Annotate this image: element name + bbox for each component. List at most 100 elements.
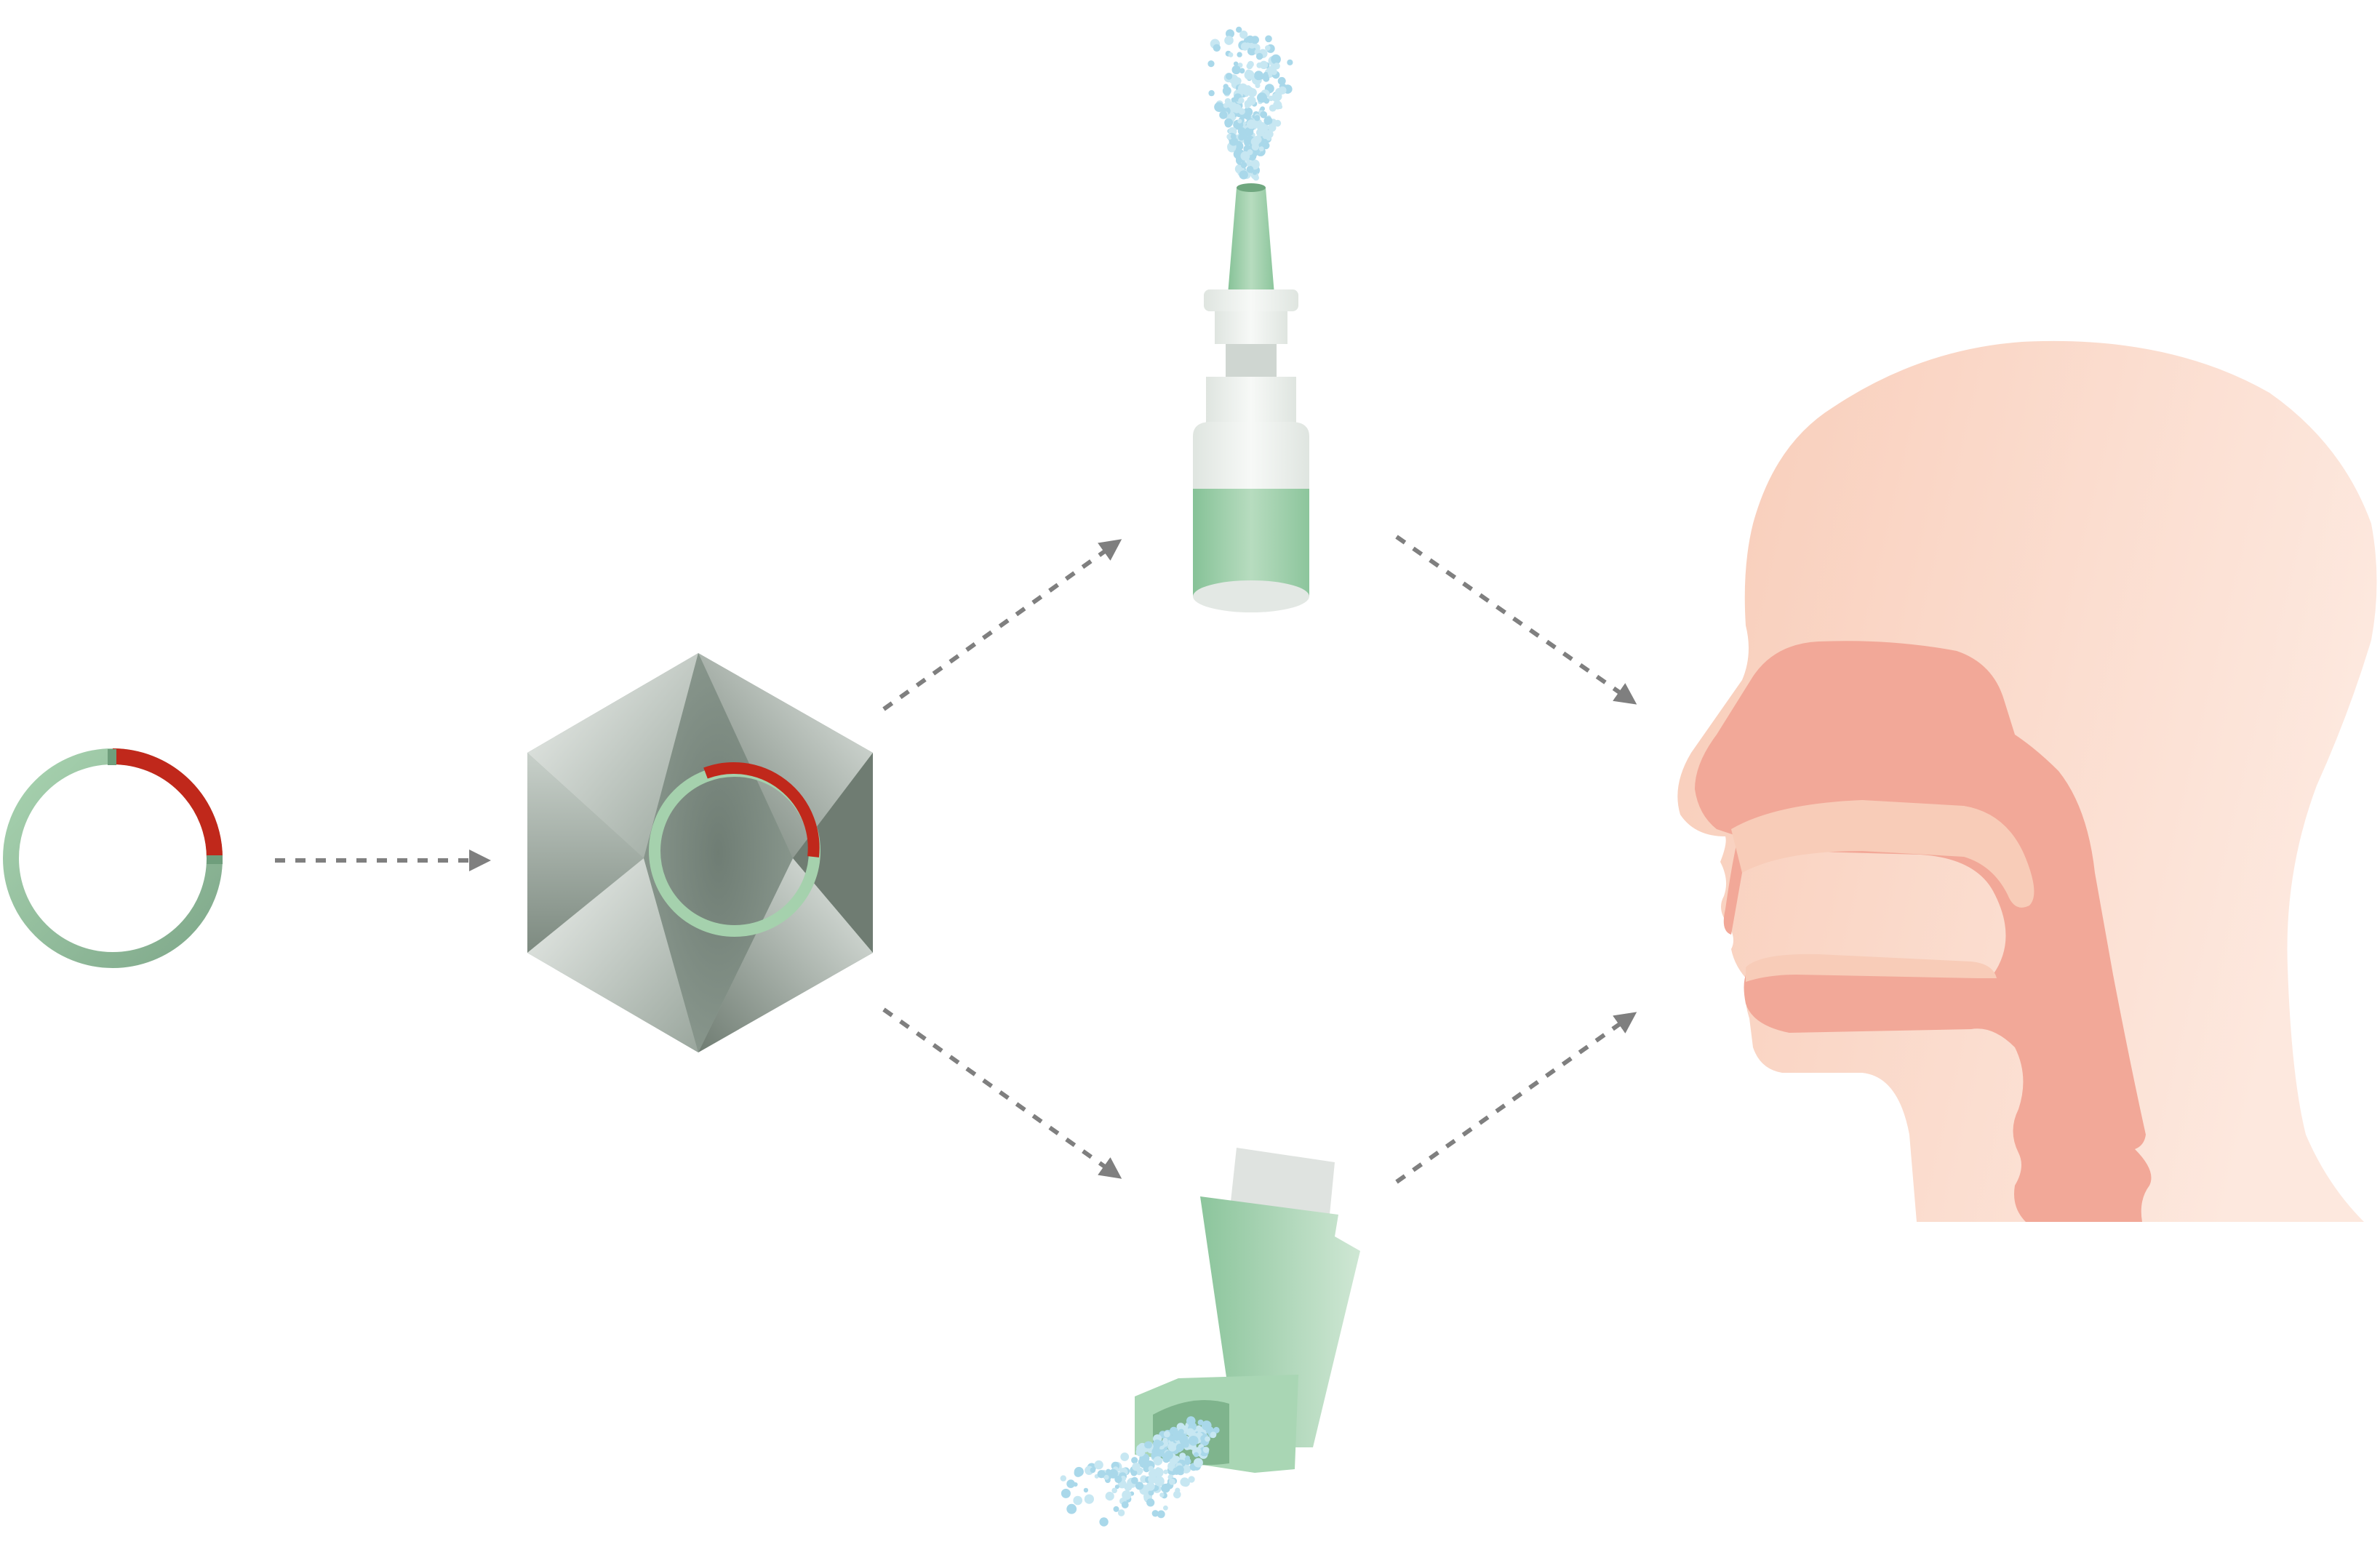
mist-droplet	[1208, 89, 1215, 97]
mist-droplet	[1179, 1452, 1186, 1460]
mist-droplet	[1238, 108, 1245, 115]
mist-droplet	[1130, 1469, 1138, 1476]
mist-droplet	[1159, 1492, 1165, 1498]
mist-droplet	[1213, 44, 1221, 52]
mist-droplet	[1260, 111, 1268, 119]
mist-droplet	[1236, 26, 1242, 33]
mist-droplet	[1153, 1456, 1163, 1466]
mist-droplet	[1158, 1440, 1165, 1447]
mist-droplet	[1245, 161, 1252, 167]
mist-droplet	[1109, 1468, 1118, 1479]
mist-droplet	[1162, 1437, 1168, 1444]
mist-droplet	[1163, 1431, 1170, 1438]
mist-droplet	[1253, 71, 1263, 81]
mist-droplet	[1240, 161, 1247, 169]
mist-droplet	[1163, 1469, 1168, 1474]
mist-droplet	[1252, 170, 1258, 175]
mist-droplet	[1244, 113, 1251, 120]
mist-droplet	[1273, 63, 1280, 70]
mist-droplet	[1175, 1487, 1181, 1493]
spray-mist-icon	[1207, 26, 1293, 181]
mist-droplet	[1135, 1447, 1146, 1457]
mist-droplet	[1114, 1475, 1122, 1484]
mist-droplet	[1154, 1476, 1165, 1487]
mist-droplet	[1173, 1490, 1181, 1499]
mist-droplet	[1146, 1498, 1155, 1507]
arrow-inhaler-to-head	[1395, 1012, 1637, 1184]
mist-droplet	[1084, 1495, 1093, 1504]
mist-droplet	[1148, 1475, 1157, 1484]
mist-droplet	[1246, 165, 1254, 173]
mist-droplet	[1183, 1442, 1189, 1448]
mist-droplet	[1154, 1444, 1160, 1451]
inhaler-mist-icon	[1060, 1416, 1220, 1527]
mist-droplet	[1237, 52, 1242, 57]
mist-droplet	[1151, 1510, 1159, 1517]
mist-droplet	[1121, 1501, 1129, 1508]
mist-droplet	[1210, 1431, 1217, 1439]
mist-droplet	[1097, 1470, 1106, 1479]
mist-droplet	[1247, 60, 1254, 68]
mist-droplet	[1148, 1490, 1154, 1496]
mist-droplet	[1205, 1436, 1210, 1442]
mist-droplet	[1270, 68, 1277, 76]
mist-droplet	[1237, 127, 1246, 135]
mist-droplet	[1163, 1505, 1168, 1511]
mist-droplet	[1231, 65, 1241, 75]
mist-droplet	[1167, 1442, 1177, 1452]
mist-droplet	[1233, 61, 1239, 66]
mist-droplet	[1103, 1474, 1109, 1480]
mist-droplet	[1278, 86, 1287, 95]
mist-droplet	[1194, 1452, 1199, 1458]
mist-droplet	[1260, 106, 1265, 111]
mist-droplet	[1181, 1464, 1191, 1474]
mist-droplet	[1255, 83, 1261, 89]
mist-droplet	[1250, 137, 1260, 146]
mist-droplet	[1135, 1469, 1143, 1476]
mist-droplet	[1122, 1490, 1132, 1500]
mist-droplet	[1262, 132, 1269, 140]
mist-droplet	[1254, 115, 1261, 121]
mist-droplet	[1143, 1465, 1150, 1473]
mist-droplet	[1238, 133, 1245, 141]
mist-droplet	[1255, 52, 1263, 60]
mist-droplet	[1257, 121, 1267, 132]
mist-droplet	[1226, 29, 1234, 39]
mist-droplet	[1265, 35, 1272, 43]
mist-droplet	[1196, 1425, 1202, 1431]
mist-droplet	[1184, 1455, 1191, 1461]
mist-droplet	[1239, 31, 1248, 39]
mist-droplet	[1120, 1452, 1130, 1461]
mist-droplet	[1161, 1483, 1170, 1493]
mist-droplet	[1172, 1431, 1183, 1441]
mist-droplet	[1154, 1467, 1164, 1478]
mist-droplet	[1226, 134, 1233, 140]
mist-droplet	[1073, 1495, 1082, 1506]
mist-droplet	[1242, 87, 1250, 95]
mist-droplet	[1117, 1509, 1125, 1516]
mist-droplet	[1237, 119, 1242, 124]
mist-droplet	[1223, 103, 1229, 108]
mist-droplet	[1113, 1506, 1119, 1512]
mist-droplet	[1234, 77, 1242, 85]
mist-droplet	[1202, 1420, 1212, 1431]
mist-droplet	[1257, 92, 1267, 103]
mist-droplet	[1074, 1466, 1084, 1477]
mist-droplet	[1247, 88, 1257, 97]
mist-droplet	[1193, 1458, 1203, 1468]
mist-droplet	[1246, 129, 1253, 135]
mist-droplet	[1094, 1460, 1103, 1470]
mist-droplet	[1181, 1479, 1190, 1487]
head-cross-section-icon	[1677, 340, 2377, 1222]
mist-droplet	[1131, 1457, 1138, 1464]
mist-droplet	[1224, 120, 1232, 128]
mist-droplet	[1168, 1478, 1175, 1485]
mist-droplet	[1144, 1441, 1151, 1449]
mist-droplet	[1135, 1482, 1144, 1490]
nasal-spray-bottle-icon	[1193, 26, 1309, 612]
mist-droplet	[1164, 1450, 1173, 1460]
mist-droplet	[1175, 1465, 1184, 1474]
mist-droplet	[1188, 1476, 1195, 1483]
mist-droplet	[1132, 1463, 1141, 1471]
